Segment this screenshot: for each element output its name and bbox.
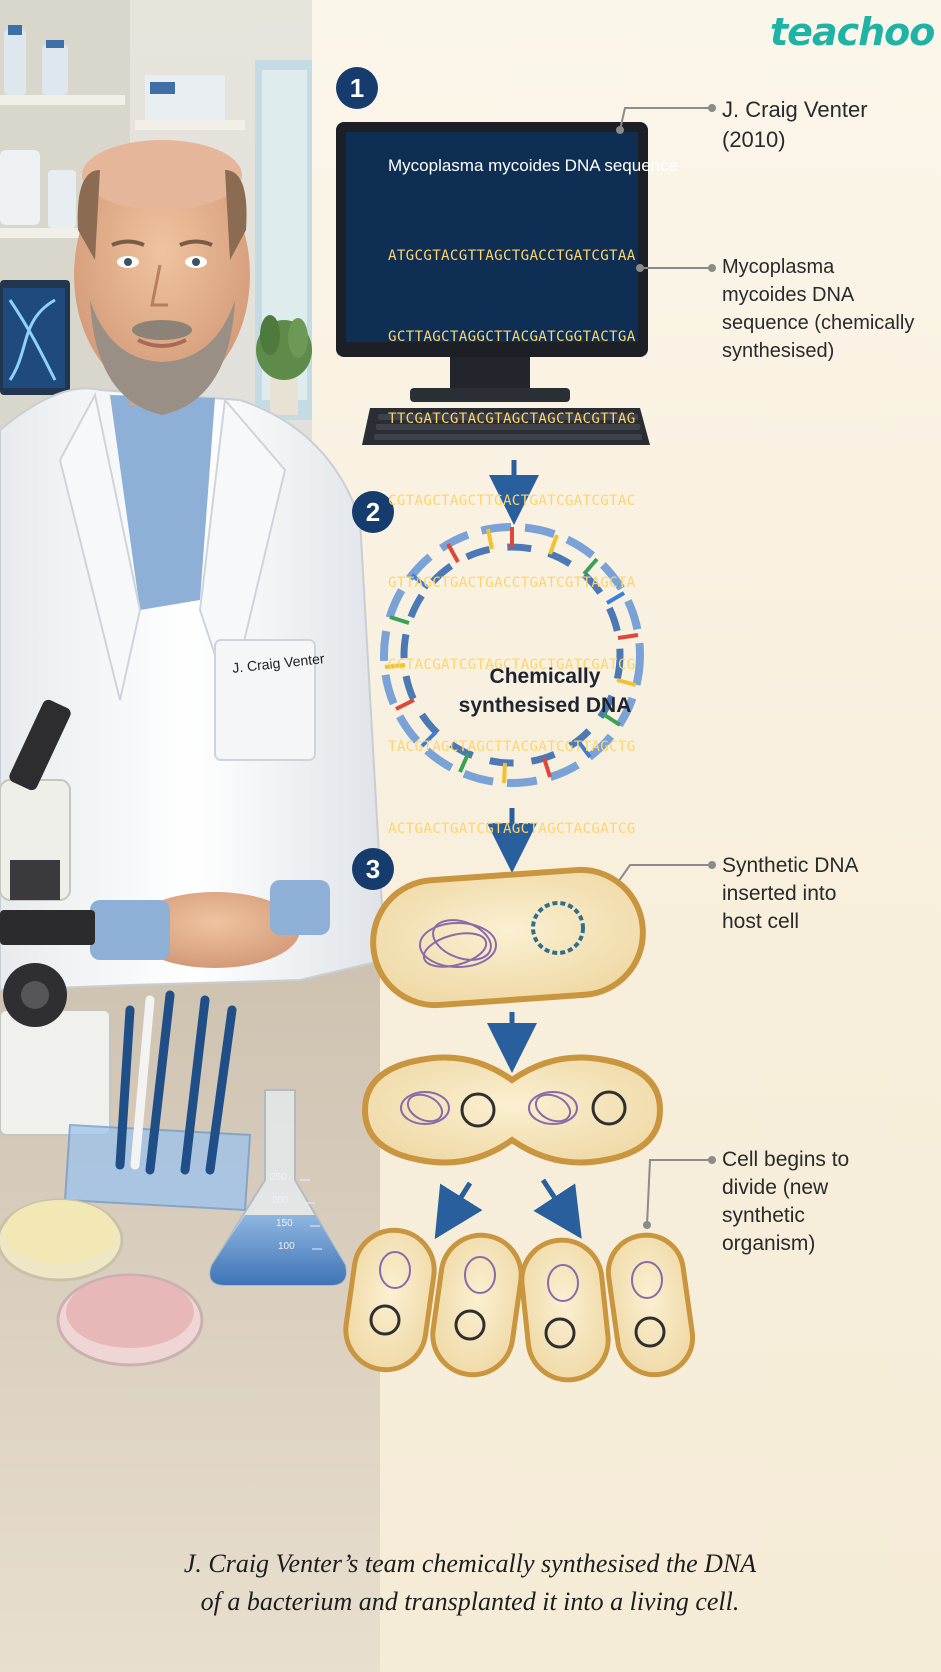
callout-line: organism) <box>722 1232 816 1255</box>
callout-line: synthetic <box>722 1204 805 1227</box>
callout-line: inserted into <box>722 882 837 905</box>
sequence-line: TTCGATCGTACGTAGCTAGCTACGTTAG <box>388 411 636 428</box>
callout-line: mycoides DNA <box>722 284 855 306</box>
callout-insertion: Synthetic DNA inserted into host cell <box>722 852 859 936</box>
flask-mark: 250 <box>270 1172 287 1183</box>
monitor-title: Mycoplasma mycoides DNA sequence <box>388 156 679 175</box>
callout-line: Synthetic DNA <box>722 854 859 877</box>
callout-line: (2010) <box>722 127 786 152</box>
dna-ring-label: Chemically synthesised DNA <box>445 662 645 720</box>
sequence-line: GCTACGATCGTAGCTAGCTGATCGATCG <box>388 657 636 674</box>
flask-mark: 200 <box>272 1195 289 1206</box>
callout-sequence: Mycoplasma mycoides DNA sequence (chemic… <box>722 253 914 365</box>
callout-division: Cell begins to divide (new synthetic org… <box>722 1146 849 1258</box>
sequence-line: CGTAGCTAGCTTGACTGATCGATCGTAC <box>388 493 636 510</box>
flask-mark: 100 <box>278 1241 295 1252</box>
brand-logo: teachoo <box>770 10 935 54</box>
dna-ring-label-line: Chemically <box>489 665 601 688</box>
callout-line: host cell <box>722 910 800 933</box>
callout-line: synthesised) <box>722 340 835 362</box>
figure-caption: J. Craig Venter’s team chemically synthe… <box>80 1545 860 1621</box>
callout-line: sequence (chemically <box>722 312 915 334</box>
callout-line: divide (new <box>722 1176 829 1199</box>
step-badge-1: 1 <box>336 67 378 109</box>
dna-sequence-display: ATGCGTACGTTAGCTGACCTGATCGTAA GCTTAGCTAGG… <box>388 188 688 870</box>
sequence-line: TACGTAGCTAGCTTACGATCGTTAGCTG <box>388 738 636 755</box>
caption-line: of a bacterium and transplanted it into … <box>200 1587 740 1616</box>
flask-mark: 150 <box>276 1218 293 1229</box>
callout-scientist: J. Craig Venter (2010) <box>722 95 868 155</box>
sequence-line: ACTGACTGATCGTAGCTAGCTACGATCG <box>388 820 636 837</box>
step-badge-3: 3 <box>352 848 394 890</box>
callout-line: Cell begins to <box>722 1148 850 1171</box>
sequence-line: GTTAGCTGACTGACCTGATCGTTAGCTA <box>388 575 636 592</box>
caption-line: J. Craig Venter’s team chemically synthe… <box>183 1549 757 1578</box>
callout-line: J. Craig Venter <box>722 97 868 122</box>
callout-line: Mycoplasma <box>722 256 835 278</box>
dna-ring-label-line: synthesised DNA <box>458 694 632 717</box>
step-badge-2: 2 <box>352 491 394 533</box>
sequence-line: GCTTAGCTAGGCTTACGATCGGTACTGA <box>388 329 636 346</box>
sequence-line: ATGCGTACGTTAGCTGACCTGATCGTAA <box>388 247 636 264</box>
